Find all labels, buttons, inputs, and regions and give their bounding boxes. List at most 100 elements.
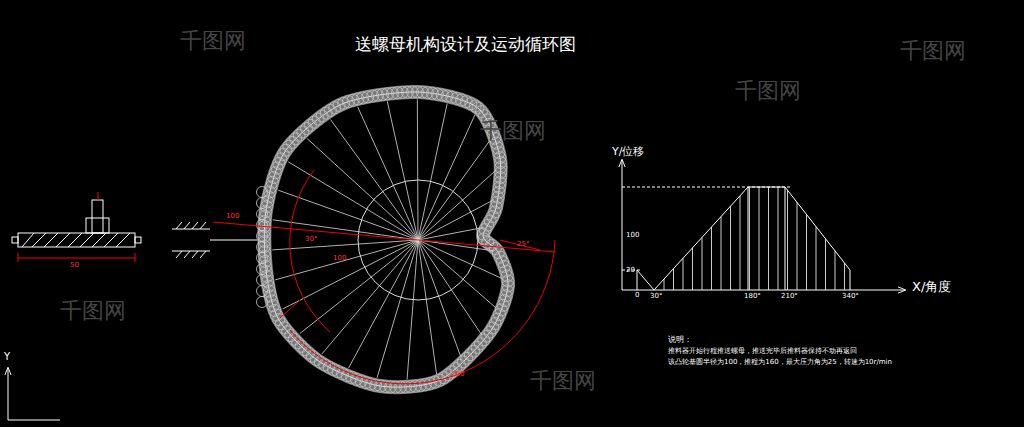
roller-circle: [301, 123, 313, 135]
roller-circle: [275, 318, 287, 330]
dimension: 100: [226, 213, 239, 220]
follower-roller: [257, 297, 268, 308]
radial-line: [387, 101, 418, 240]
hatch-line: [692, 248, 693, 290]
roller-circle: [461, 352, 473, 364]
dimension: 160: [451, 371, 464, 378]
dimension: 50: [70, 262, 79, 269]
roller-circle: [457, 356, 469, 368]
roller-circle: [465, 98, 477, 110]
hatch-line: [825, 239, 826, 290]
ucs-icon: [8, 368, 60, 420]
radial-line: [283, 240, 418, 309]
roller-circle: [280, 144, 292, 156]
roller-circle: [484, 215, 496, 227]
hatch-line: [806, 214, 807, 290]
cam-profile: [257, 86, 515, 393]
hatch-line: [664, 279, 665, 290]
follower-roller: [257, 220, 268, 231]
radial-line: [377, 240, 418, 378]
roller-circle: [478, 334, 490, 346]
roller-circle: [471, 341, 483, 353]
cam-line: [264, 92, 508, 387]
roller-circle: [275, 153, 287, 165]
tick-label: 210°: [781, 293, 798, 300]
roller-circle: [329, 102, 341, 114]
watermark: 千图网: [900, 40, 966, 62]
roller-circle: [491, 313, 503, 325]
note: 该凸轮基圆半径为100，推程为160，最大压力角为25，转速为10r/min: [668, 359, 892, 366]
roller-circle: [454, 359, 466, 371]
watermark: 千图网: [480, 120, 546, 142]
roller-circle: [324, 104, 336, 116]
dimension: 30°: [305, 236, 317, 243]
hatch-line: [702, 237, 703, 290]
hatch-line: [673, 269, 674, 290]
roller-circle: [304, 119, 316, 131]
follower-roller: [257, 231, 268, 242]
roller-circle: [469, 100, 481, 112]
radial-line: [418, 240, 437, 374]
roller-band: [264, 92, 508, 387]
roller-circle: [297, 126, 309, 138]
roller-circle: [290, 133, 302, 145]
follower-roller: [257, 198, 268, 209]
watermark: 千图网: [735, 80, 801, 102]
radial-line: [275, 240, 418, 280]
hatch-line: [778, 187, 779, 290]
follower-roller: [257, 187, 268, 198]
roller-circle: [481, 330, 493, 342]
pusher-part: [12, 192, 141, 262]
roller-circle: [312, 113, 324, 125]
follower-roller: [257, 209, 268, 220]
motion-graph: [622, 160, 905, 290]
axis-name: Y: [4, 352, 10, 362]
roller-circle: [489, 243, 501, 255]
title: 送螺母机构设计及运动循环图: [355, 36, 576, 53]
roller-circle: [283, 140, 295, 152]
roller-circle: [474, 338, 486, 350]
roller-circle: [320, 107, 332, 119]
hatch-line: [730, 206, 731, 290]
watermark: 千图网: [180, 30, 246, 52]
roller-circle: [286, 136, 298, 148]
axis-title: Y/位移: [612, 146, 644, 157]
hatch-line: [721, 217, 722, 290]
roller-circle: [492, 247, 504, 259]
watermark: 千图网: [60, 300, 126, 322]
radial-line: [322, 240, 418, 354]
follower-guide: [172, 222, 262, 258]
tick-label: 180°: [744, 293, 761, 300]
roller-circle: [486, 239, 498, 251]
roller-circle: [277, 148, 289, 160]
hatch-line: [844, 263, 845, 290]
tick-label: 20: [626, 267, 635, 274]
tick-label: 100: [626, 232, 639, 239]
radial-line: [358, 107, 418, 240]
dimension: 100: [333, 255, 346, 262]
follower-roller: [257, 275, 268, 286]
radial-line: [272, 240, 418, 250]
follower-roller: [257, 253, 268, 264]
roller-circle: [293, 129, 305, 141]
hatch-line: [740, 196, 741, 290]
radial-line: [407, 240, 418, 380]
roller-circle: [484, 326, 496, 338]
follower-roller: [257, 264, 268, 275]
follower-roller: [257, 242, 268, 253]
follower-roller: [257, 286, 268, 297]
roller-circle: [464, 349, 476, 361]
dimension: 25°: [517, 241, 529, 248]
radial-line: [417, 99, 419, 240]
roller-circle: [487, 211, 499, 223]
roller-circle: [278, 322, 290, 334]
hatch-line: [835, 251, 836, 290]
roller-circle: [332, 366, 344, 378]
axis-title: X/角度: [912, 280, 951, 293]
radial-line: [418, 170, 497, 240]
hatch-line: [759, 187, 760, 290]
radial-line: [418, 240, 461, 356]
roller-circle: [489, 318, 501, 330]
hatch-line: [797, 202, 798, 290]
radial-line: [288, 162, 418, 240]
